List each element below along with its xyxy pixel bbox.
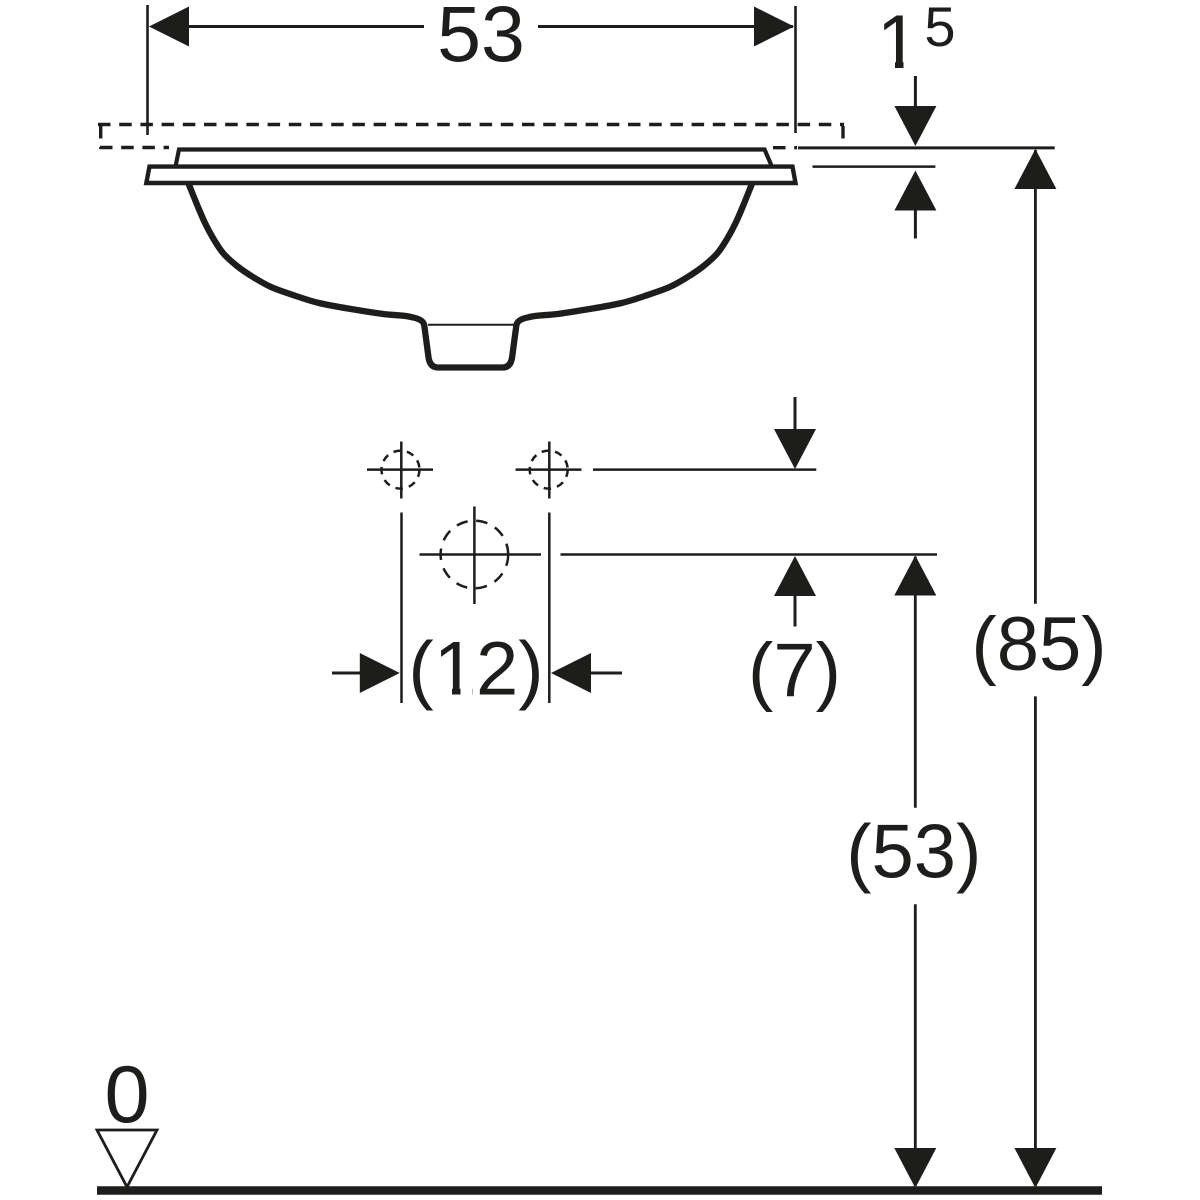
svg-text:1: 1 [877,0,919,85]
svg-text:(85): (85) [971,602,1106,687]
svg-text:5: 5 [924,0,955,58]
svg-text:(12): (12) [408,627,543,712]
svg-text:(7): (7) [748,628,841,713]
svg-text:0: 0 [104,1050,149,1140]
svg-text:(53): (53) [846,810,981,895]
svg-text:53: 53 [437,0,525,78]
